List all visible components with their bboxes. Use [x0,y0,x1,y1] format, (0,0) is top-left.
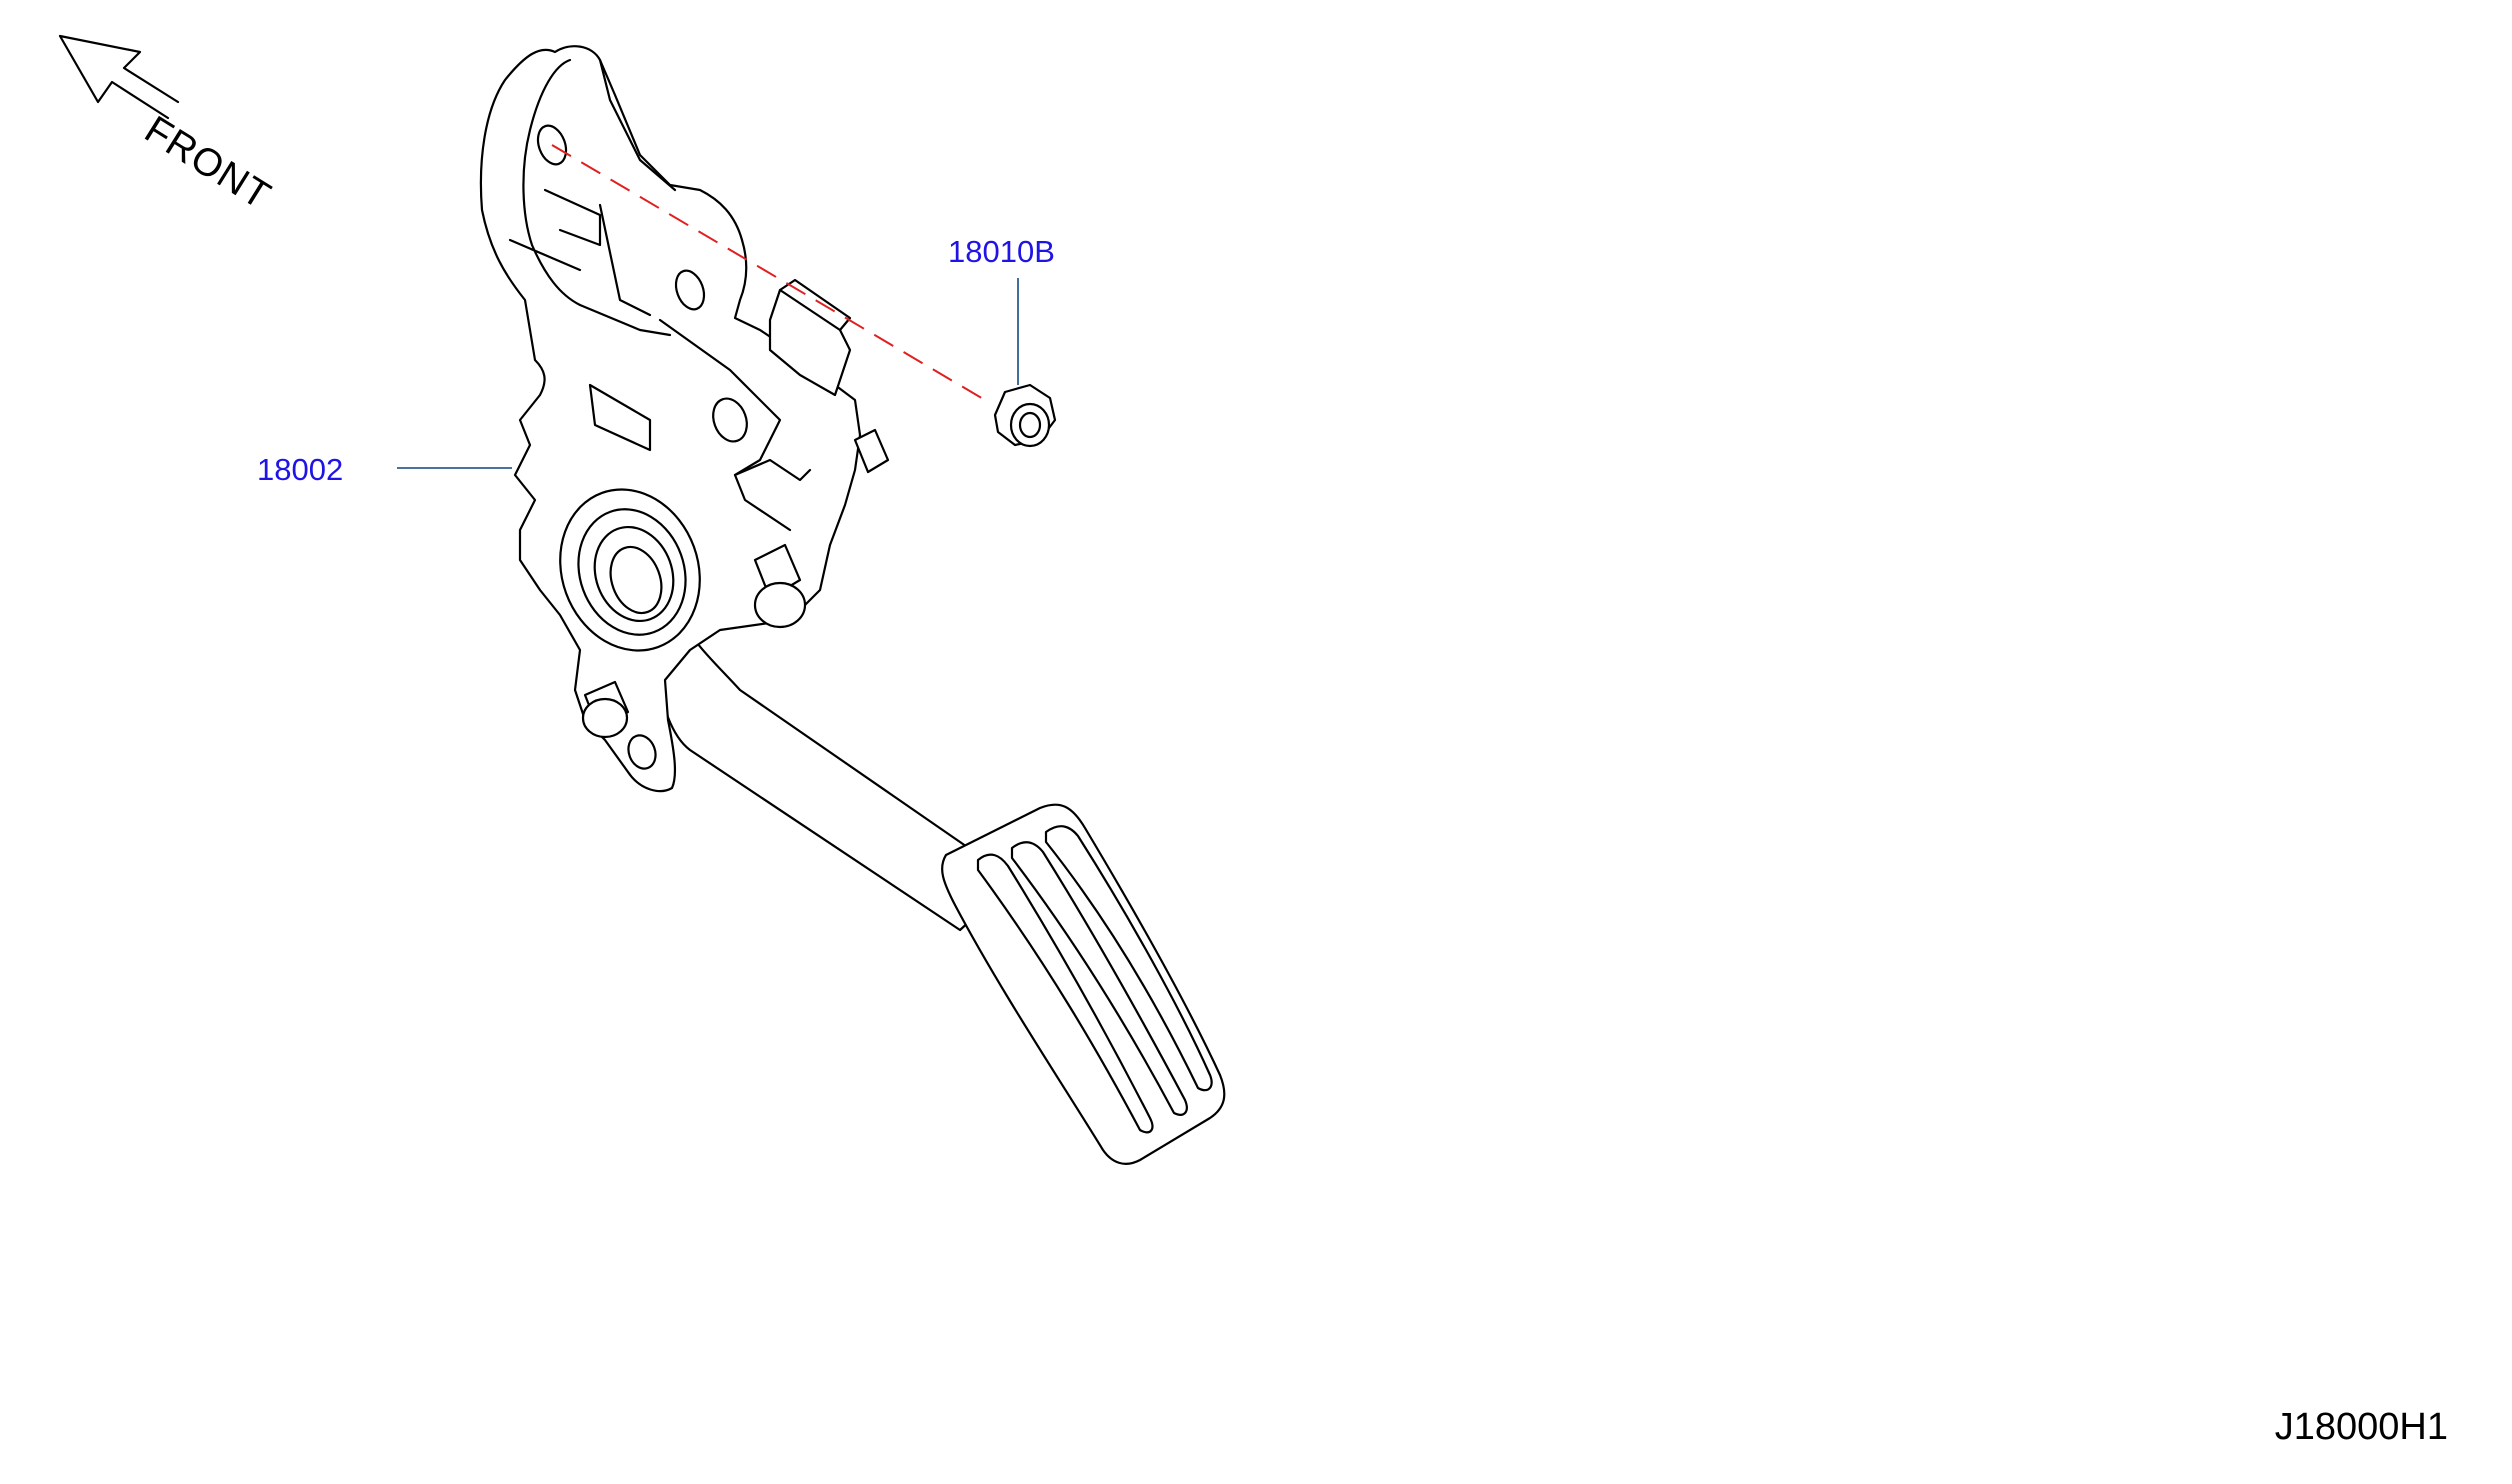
diagram-reference-code: J18000H1 [2274,1406,2448,1448]
front-direction-arrow-icon [58,34,180,120]
pivot-bushing [559,488,701,652]
part-callout-18010B[interactable]: 18010B [948,234,1055,269]
mounting-holes [536,124,748,770]
flange-nut [993,383,1057,448]
studs [581,428,890,739]
accelerator-pedal-pad [941,803,1226,1165]
part-callout-18002[interactable]: 18002 [257,452,344,487]
alignment-dashed-line [551,144,986,401]
